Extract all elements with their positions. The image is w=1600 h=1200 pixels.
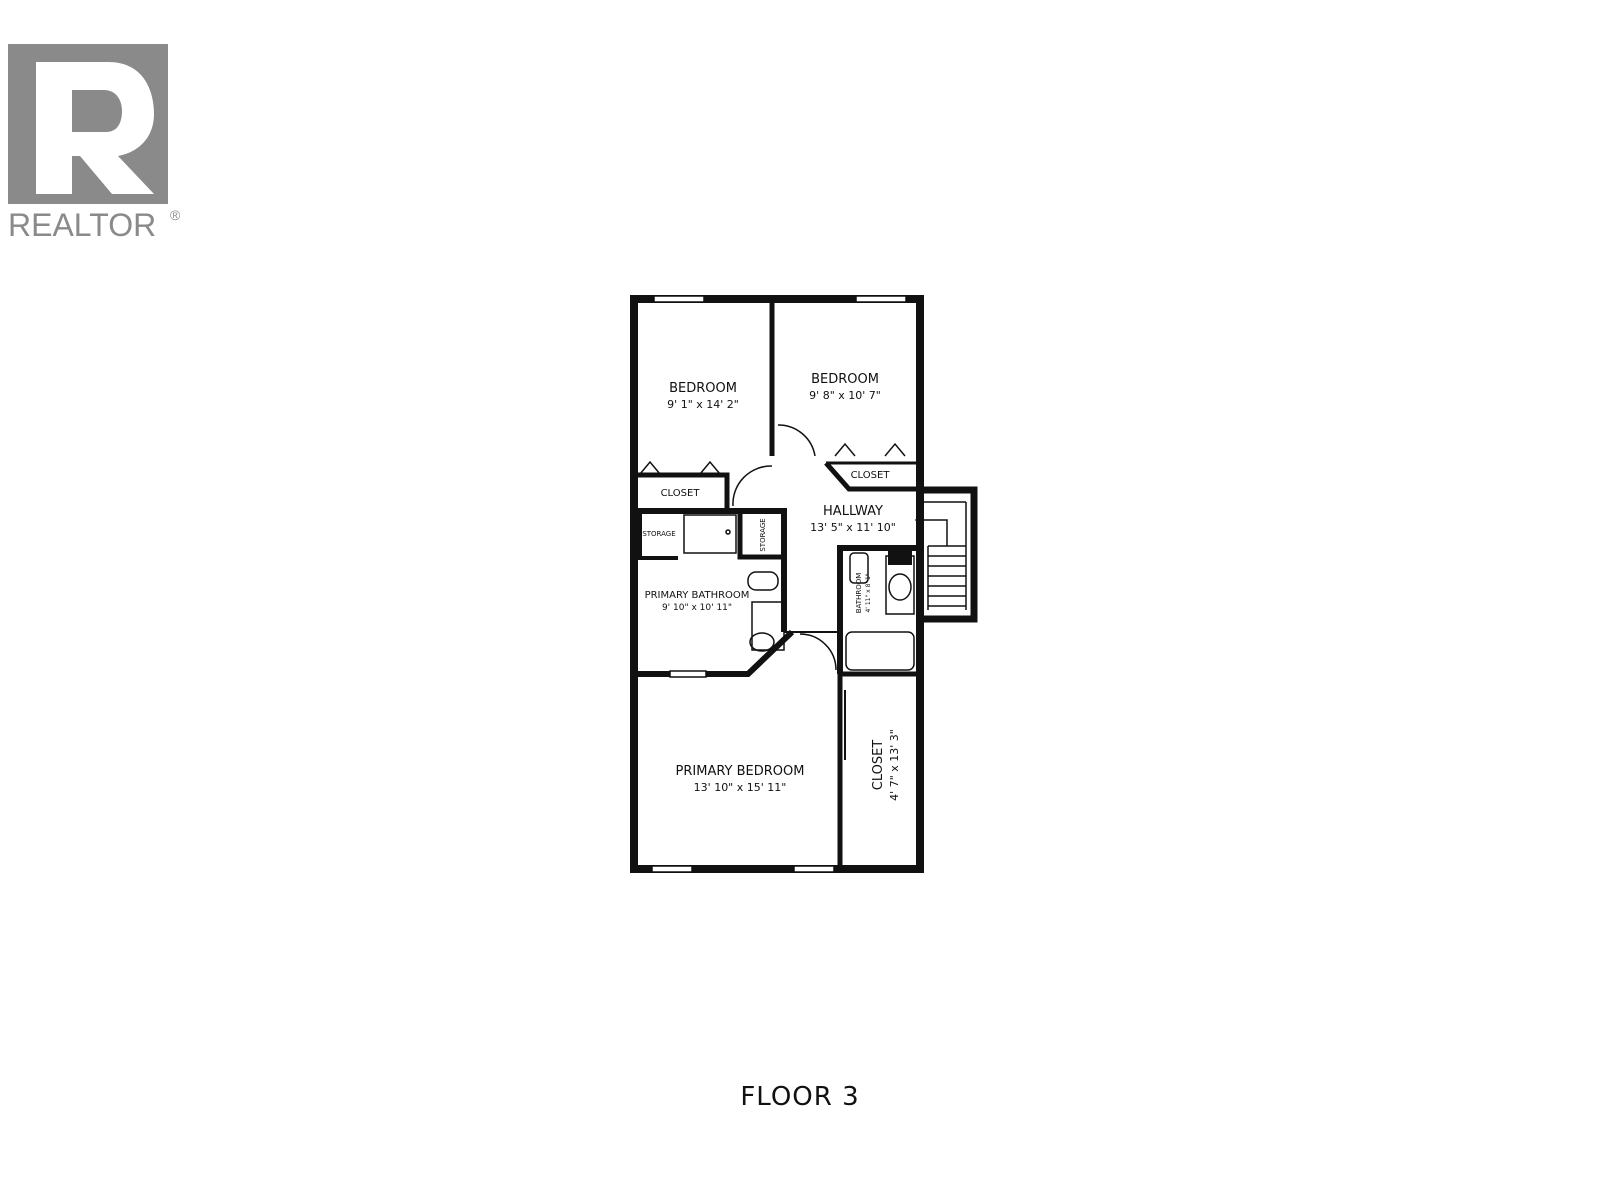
room-name: BEDROOM <box>669 381 737 396</box>
sink-2 <box>888 573 912 601</box>
room-name: CLOSET <box>851 470 891 481</box>
door-swing-2 <box>732 465 773 507</box>
stairs <box>914 501 967 610</box>
room-name: PRIMARY BATHROOM <box>645 590 750 601</box>
realtor-logo: REALTOR ® <box>8 44 181 243</box>
logo-wordmark: REALTOR <box>8 207 156 243</box>
room-dims: 4' 11" x 8' 1" <box>865 573 872 612</box>
room-dims: 9' 8" x 10' 7" <box>809 389 881 402</box>
bifold-a <box>639 460 721 475</box>
room-dims: 9' 10" x 10' 11" <box>662 603 732 613</box>
bifold-b <box>834 442 906 457</box>
fixtures <box>683 514 915 671</box>
room-dims: 13' 5" x 11' 10" <box>810 521 896 534</box>
room-labels: BEDROOM 9' 1" x 14' 2" BEDROOM 9' 8" x 1… <box>642 372 901 801</box>
sink-1 <box>749 632 775 652</box>
shower <box>683 514 737 554</box>
toilet-2 <box>849 552 869 584</box>
room-name: STORAGE <box>759 518 767 551</box>
door-swing-3 <box>799 633 837 671</box>
toilet-tank-1 <box>747 571 779 591</box>
wall-closet-b <box>824 461 920 492</box>
room-name: CLOSET <box>661 488 701 499</box>
wall-bathroom <box>837 545 920 674</box>
room-name: STORAGE <box>642 530 675 538</box>
logo-r-icon <box>36 62 154 194</box>
vanity-1 <box>751 601 785 651</box>
room-name: CLOSET <box>871 740 886 791</box>
room-name: BEDROOM <box>811 372 879 387</box>
outer-wall <box>630 295 924 873</box>
room-dims: 4' 7" x 13' 3" <box>888 729 901 801</box>
windows <box>651 295 907 873</box>
bathtub <box>845 631 915 671</box>
room-name: BATHROOM <box>855 573 863 614</box>
stair-wall <box>920 486 978 623</box>
room-name: PRIMARY BEDROOM <box>676 764 805 779</box>
wall-bath-bottom <box>634 629 795 677</box>
wall-closet-a <box>634 472 730 508</box>
logo-registered-mark: ® <box>170 207 181 223</box>
storage-a-box <box>638 511 678 560</box>
floor-label: FLOOR 3 <box>740 1082 860 1112</box>
storage-b-box <box>737 508 787 560</box>
walls <box>630 295 978 873</box>
room-dims: 9' 1" x 14' 2" <box>667 398 739 411</box>
room-dims: 13' 10" x 15' 11" <box>694 781 787 794</box>
door-swing-1 <box>777 424 816 457</box>
room-name: HALLWAY <box>823 504 883 519</box>
bath-cabinet <box>888 549 912 565</box>
